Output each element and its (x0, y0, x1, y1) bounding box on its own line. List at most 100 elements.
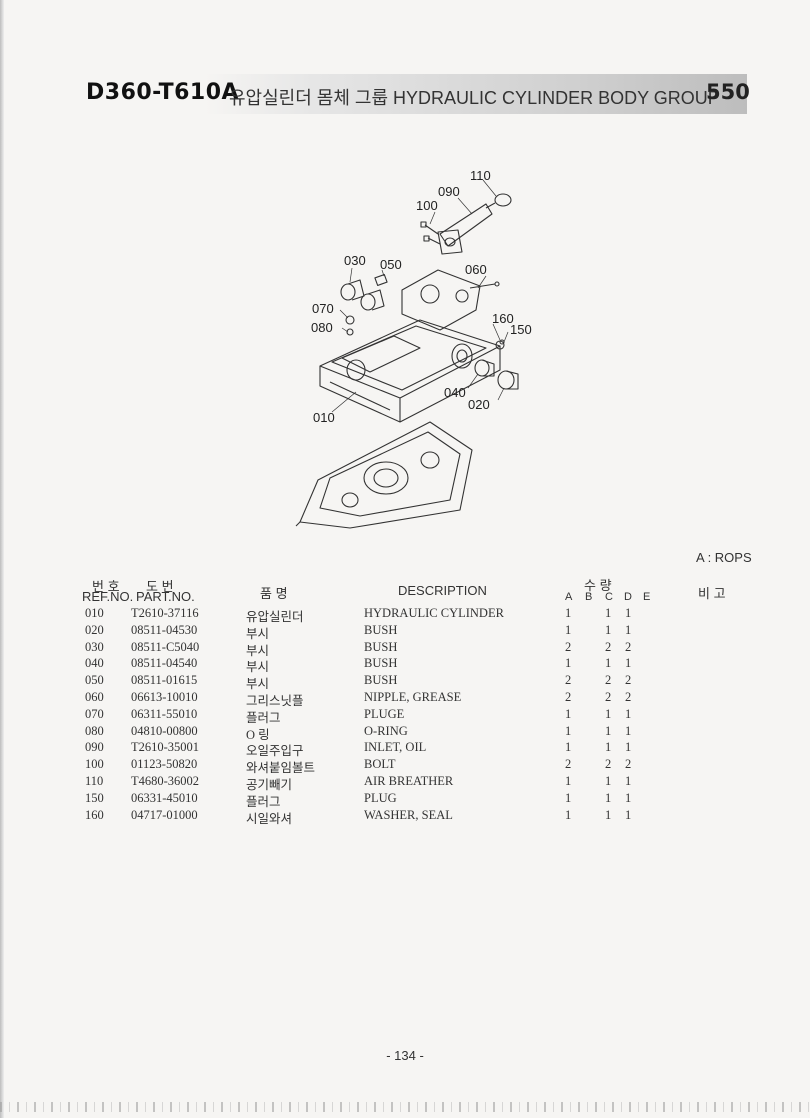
table-row: 160 04717-01000 시일와셔 WASHER, SEAL 1 1 1 (85, 807, 685, 826)
qty-d: 2 (625, 689, 632, 704)
part-no: T2610-37116 (131, 606, 199, 620)
part-no: 08511-04530 (131, 622, 198, 637)
header-band (205, 74, 747, 114)
part-no: 06311-55010 (131, 706, 198, 721)
qty-c: 2 (605, 639, 612, 654)
qty-c: 1 (605, 706, 612, 721)
air-breather-drawing (494, 193, 512, 207)
bracket-drawing (401, 269, 481, 331)
header-ref-kr: 번 호 (92, 579, 120, 594)
part-name-kr: 플러그 (246, 710, 281, 725)
qty-d: 1 (625, 656, 632, 671)
part-description: PLUG (364, 790, 397, 805)
o-ring-drawing (346, 328, 354, 336)
part-no: T4680-36002 (131, 773, 200, 788)
part-description: BUSH (364, 656, 398, 671)
table-row: 110 T4680-36002 공기빼기 AIR BREATHER 1 1 1 (85, 773, 685, 792)
qty-a: 2 (565, 673, 572, 688)
qty-d: 1 (625, 790, 632, 805)
qty-a: 1 (565, 606, 572, 620)
callout-110: 110 (470, 168, 491, 183)
ref-no: 030 (85, 639, 104, 654)
part-name-kr: 그리스닛플 (246, 693, 304, 708)
ref-no: 110 (85, 773, 104, 788)
table-row: 060 06613-10010 그리스닛플 NIPPLE, GREASE 2 2… (85, 689, 685, 708)
part-name-kr: 유압실린더 (246, 610, 304, 624)
bush-drawing (340, 283, 356, 301)
qty-a: 1 (565, 656, 572, 671)
qty-c: 1 (605, 740, 612, 755)
callout-020: 020 (468, 397, 490, 412)
qty-c: 1 (605, 606, 612, 620)
part-no: 06613-10010 (131, 689, 198, 704)
table-row: 030 08511-C5040 부시 BUSH 2 2 2 (85, 639, 685, 658)
part-no: 08511-01615 (131, 673, 198, 688)
ref-no: 050 (85, 673, 104, 688)
table-row: 050 08511-01615 부시 BUSH 2 2 2 (85, 673, 685, 691)
ref-no: 010 (85, 606, 104, 620)
qty-c: 1 (605, 807, 612, 822)
ref-no: 040 (85, 656, 104, 671)
header-name-kr: 품 명 (260, 586, 288, 601)
table-row: 070 06311-55010 플러그 PLUGE 1 1 1 (85, 706, 685, 725)
callout-040: 040 (444, 385, 466, 400)
scan-artifact (0, 1102, 810, 1112)
qty-a: 2 (565, 689, 572, 704)
header-ref-en: REF.NO. (82, 589, 134, 604)
header-part-kr: 도 번 (146, 579, 174, 594)
qty-d: 2 (625, 673, 632, 688)
callout-080: 080 (311, 320, 333, 335)
table-row: 150 06331-45010 플러그 PLUG 1 1 1 (85, 790, 685, 809)
oil-inlet-drawing (439, 203, 493, 247)
part-no: T2610-35001 (131, 740, 200, 755)
ref-no: 090 (85, 740, 104, 755)
part-no: 06331-45010 (131, 790, 198, 805)
part-description: BUSH (364, 622, 398, 637)
qty-a: 1 (565, 807, 572, 822)
part-name-kr: 부시 (246, 626, 270, 641)
header-qty-c: C (605, 591, 613, 603)
rops-note: A : ROPS (696, 550, 752, 565)
header-remarks: 비 고 (698, 586, 726, 601)
header-qty-d: D (624, 591, 632, 603)
qty-c: 1 (605, 723, 612, 738)
part-description: BUSH (364, 673, 398, 688)
qty-a: 1 (565, 773, 572, 788)
header-part-en: PART.NO. (136, 589, 195, 604)
qty-d: 1 (625, 740, 632, 755)
qty-a: 1 (565, 790, 572, 805)
qty-a: 1 (565, 622, 572, 637)
part-name-kr: 공기빼기 (246, 777, 293, 792)
callout-150: 150 (510, 322, 532, 337)
transmission-case-drawing (299, 421, 473, 529)
table-row: 080 04810-00800 O 링 O-RING 1 1 1 (85, 723, 685, 742)
part-name-kr: 부시 (246, 643, 270, 658)
bolt-drawing (420, 221, 427, 228)
table-row: 090 T2610-35001 오일주입구 INLET, OIL 1 1 1 (85, 740, 685, 758)
qty-c: 1 (605, 656, 612, 671)
part-description: AIR BREATHER (364, 773, 454, 788)
callout-050: 050 (380, 257, 402, 272)
callout-070: 070 (312, 301, 334, 316)
ref-no: 060 (85, 689, 104, 704)
qty-d: 1 (625, 622, 632, 637)
table-row: 040 08511-04540 부시 BUSH 1 1 1 (85, 656, 685, 674)
qty-c: 2 (605, 673, 612, 688)
ref-no: 080 (85, 723, 104, 738)
qty-d: 1 (625, 606, 632, 620)
part-no: 08511-C5040 (131, 639, 200, 654)
table-row: 010 T2610-37116 유압실린더 HYDRAULIC CYLINDER… (85, 606, 685, 624)
part-no: 01123-50820 (131, 757, 198, 772)
part-name-kr: O 링 (246, 727, 270, 742)
part-description: WASHER, SEAL (364, 807, 453, 822)
header-qty-kr: 수 량 (584, 578, 612, 593)
group-title: 유압실린더 몸체 그룹 HYDRAULIC CYLINDER BODY GROU… (229, 88, 720, 108)
table-row: 100 01123-50820 와셔붙임볼트 BOLT 2 2 2 (85, 757, 685, 775)
header-description: DESCRIPTION (398, 583, 487, 598)
callout-010: 010 (313, 410, 335, 425)
qty-a: 2 (565, 639, 572, 654)
header-qty-a: A (565, 591, 573, 603)
ref-no: 070 (85, 706, 104, 721)
part-no: 08511-04540 (131, 656, 198, 671)
part-description: O-RING (364, 723, 408, 738)
